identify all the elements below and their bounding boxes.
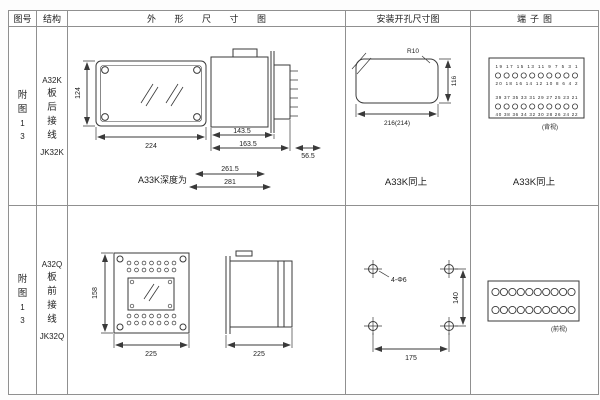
structure-line: JK32K: [40, 147, 64, 157]
dim-depth-outer: 281: [224, 179, 236, 186]
terminal-numbers-row3: 39 37 35 33 31 29 27 25 23 21: [496, 95, 578, 100]
holes-label: 4-Φ6: [391, 277, 407, 284]
structure-line: 接: [47, 299, 57, 311]
dim-side-rear-depth: 56.5: [301, 153, 315, 160]
mounting-drawing-a32k: R10 216(214) 116 A33K同上: [351, 48, 458, 188]
mounting-holes: [364, 260, 458, 335]
view-label: (背视): [542, 123, 558, 131]
terminal-cell-row2: (前视): [471, 206, 598, 394]
fig-line: 3: [20, 316, 25, 325]
structure-line: 前: [47, 285, 57, 297]
dim-front-height: 158: [92, 287, 99, 299]
depth-note: A33K深度为: [138, 174, 187, 185]
spec-table: 图号 结构 外 形 尺 寸 图 安装开孔尺寸图 端子图 附 图 1 3 A32K…: [8, 10, 599, 395]
terminal-circles: [491, 287, 576, 315]
dim-cutout-width: 216(214): [384, 120, 410, 127]
fig-line: 1: [20, 303, 25, 312]
outline-cell-row1: 124 224 143.5 163.5 56.5 261.5 281 A33K深…: [68, 27, 346, 206]
fig-line: 图: [17, 288, 28, 299]
terminal-box: [487, 280, 580, 322]
structure-cell-row1: A32K 板 后 接 线 JK32K: [37, 27, 68, 206]
structure-line: 后: [47, 101, 57, 113]
structure-line: 接: [47, 115, 57, 127]
structure-line: 线: [47, 313, 57, 325]
terminal-cell-row1: 19 17 15 13 11 9 7 5 3 1 20 18 16 14 12 …: [471, 27, 598, 206]
structure-row1: A32K 板 后 接 线 JK32K: [37, 27, 67, 205]
side-view: [210, 48, 298, 133]
dim-cutout-height: 116: [451, 75, 458, 86]
dim-hole-spacing-y: 140: [453, 292, 460, 304]
same-as-above-note: A33K同上: [385, 177, 428, 188]
dim-front-height: 124: [75, 87, 82, 99]
outline-cell-row2: 158 225 225: [68, 206, 346, 394]
dimension-lines: [83, 60, 321, 190]
structure-line: 板: [47, 87, 57, 99]
fig-line: 附: [17, 274, 28, 285]
front-view: [95, 60, 207, 127]
structure-line: A32Q: [41, 259, 63, 269]
dimension-lines: [355, 58, 451, 117]
fig-no-cell-row2: 附 图 1 3: [9, 206, 37, 394]
dim-front-width: 224: [145, 143, 157, 150]
spec-sheet: 图号 结构 外 形 尺 寸 图 安装开孔尺寸图 端子图 附 图 1 3 A32K…: [8, 10, 599, 395]
header-col-fig: 图号: [9, 11, 37, 27]
mounting-cell-row1: R10 216(214) 116 A33K同上: [346, 27, 471, 206]
dim-side-width: 225: [253, 351, 265, 358]
fig-no-row2: 附 图 1 3: [9, 206, 36, 394]
structure-row2: A32Q 板 前 接 线 JK32Q: [37, 206, 67, 394]
header-col-terminal: 端子图: [471, 11, 598, 27]
terminal-box: [488, 57, 585, 119]
terminal-numbers-row4: 40 38 36 34 32 30 28 26 24 22: [496, 112, 578, 117]
dimension-lines: [101, 252, 293, 348]
structure-line: A32K: [42, 75, 62, 85]
outline-drawing-a32q: 158 225 225: [92, 250, 293, 358]
same-as-above-note: A33K同上: [513, 177, 556, 188]
mounting-cell-row2: 4-Φ6 175 140: [346, 206, 471, 394]
dim-hole-spacing-x: 175: [405, 355, 417, 362]
view-label: (前视): [551, 325, 567, 333]
front-view: [113, 252, 190, 334]
cutout-outline: [351, 52, 439, 104]
header-col-structure: 结构: [37, 11, 68, 27]
dimension-lines: [372, 268, 466, 352]
fig-line: 1: [20, 119, 25, 128]
header-col-mounting: 安装开孔尺寸图: [346, 11, 471, 27]
structure-line: 线: [47, 129, 57, 141]
structure-line: 板: [47, 271, 57, 283]
mounting-drawing-a32q: 4-Φ6 175 140: [364, 260, 466, 362]
terminal-numbers-row2: 20 18 16 14 12 10 8 6 4 2: [496, 81, 578, 86]
dim-side-body-depth: 143.5: [233, 128, 251, 135]
header-col-outline: 外 形 尺 寸 图: [68, 11, 346, 27]
terminal-diagram-a32k: 19 17 15 13 11 9 7 5 3 1 20 18 16 14 12 …: [488, 57, 585, 188]
terminal-diagram-a32q: (前视): [487, 280, 580, 333]
terminal-numbers-row1: 19 17 15 13 11 9 7 5 3 1: [496, 64, 578, 69]
side-view: [225, 250, 293, 334]
fig-line: 图: [17, 104, 28, 115]
structure-line: JK32Q: [39, 331, 65, 341]
dim-corner-radius: R10: [407, 48, 419, 55]
fig-line: 附: [17, 90, 28, 101]
terminal-circles: [494, 72, 579, 110]
fig-line: 3: [20, 132, 25, 141]
outline-drawing-a32k: 124 224 143.5 163.5 56.5 261.5 281 A33K深…: [75, 48, 321, 190]
dim-side-total-depth: 163.5: [239, 141, 257, 148]
structure-cell-row2: A32Q 板 前 接 线 JK32Q: [37, 206, 68, 394]
dim-depth-inner: 261.5: [221, 166, 239, 173]
fig-no-cell-row1: 附 图 1 3: [9, 27, 37, 206]
dim-front-width: 225: [145, 351, 157, 358]
fig-no-row1: 附 图 1 3: [9, 27, 36, 205]
